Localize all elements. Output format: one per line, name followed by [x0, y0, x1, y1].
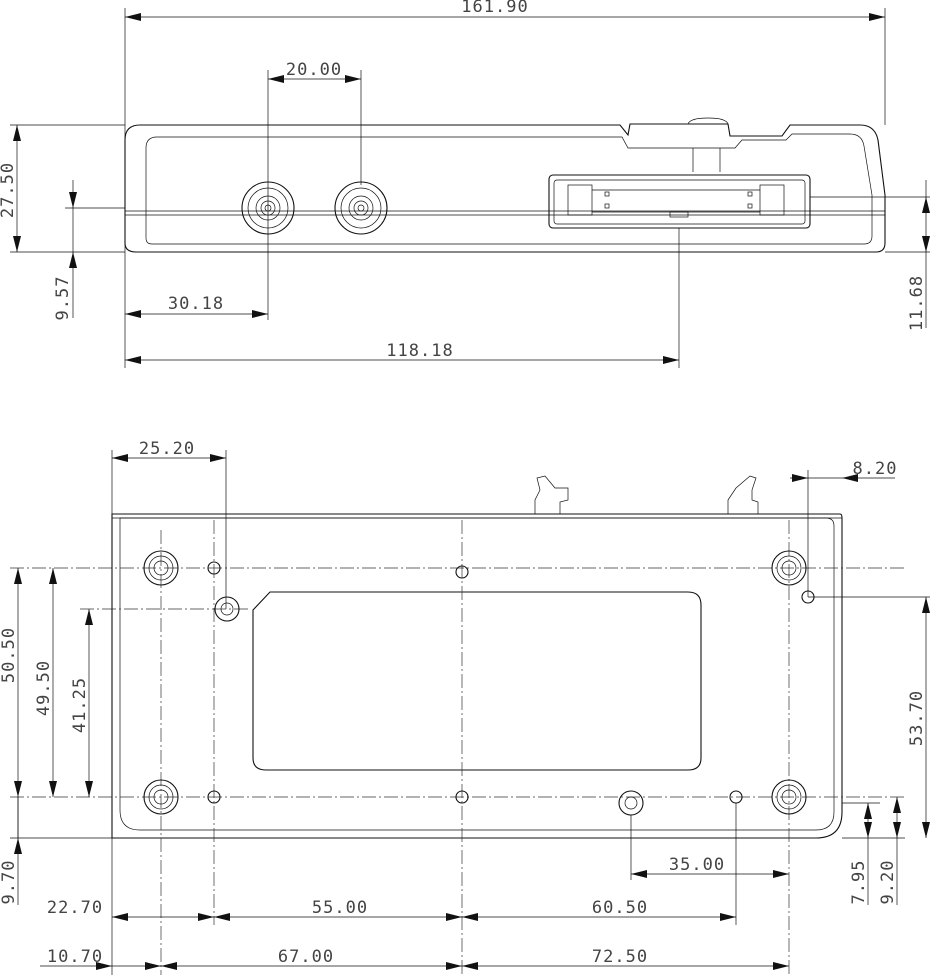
dim-bottom-edge-right-b: 9.20 [878, 860, 898, 905]
dim-bottom-edge-left: 9.70 [0, 860, 19, 905]
bottom-connector-left [535, 476, 568, 514]
dim-left-hole-offset: 25.20 [139, 439, 195, 459]
dim-row1-b: 55.00 [312, 898, 368, 918]
coax-connector-right [335, 182, 387, 234]
dim-connector-spacing: 20.00 [286, 60, 342, 80]
dim-row1-c: 60.50 [592, 898, 648, 918]
dim-hole-span-inner: 41.25 [70, 677, 90, 733]
dim-hole-pitch-right: 35.00 [669, 855, 725, 875]
dim-right-hole-offset: 8.20 [853, 459, 898, 479]
top-view: 161.90 20.00 27.50 9.57 30.18 118.18 11.… [0, 0, 930, 368]
bottom-view: 25.20 8.20 50.50 49.50 41.25 53.70 9.70 … [0, 439, 930, 975]
dim-row2-b: 67.00 [278, 947, 334, 967]
dim-bottom-edge-right-a: 7.95 [849, 860, 869, 905]
dim-hole-span-outer: 50.50 [0, 627, 19, 683]
dim-connector-offset: 30.18 [168, 294, 224, 314]
dim-height: 27.50 [0, 162, 18, 218]
mount-inner-bottom [619, 791, 643, 815]
bottom-housing-inner [120, 518, 834, 830]
dim-hole-span-mid: 49.50 [34, 660, 54, 716]
dim-slot-height: 11.68 [907, 275, 927, 331]
dim-connector-height: 9.57 [53, 276, 73, 321]
dim-right-hole-span: 53.70 [907, 690, 927, 746]
label-recess [253, 592, 701, 770]
dim-row2-a: 10.70 [47, 947, 103, 967]
housing-outline [125, 124, 885, 252]
top-clip [688, 118, 728, 172]
dim-row2-c: 72.50 [592, 947, 648, 967]
dim-row1-a: 22.70 [47, 898, 103, 918]
card-slot [549, 175, 885, 228]
bottom-housing-outline [112, 514, 842, 838]
dim-overall-width: 161.90 [461, 0, 528, 17]
dim-slot-offset: 118.18 [386, 341, 453, 361]
bottom-connector-right [728, 476, 758, 514]
